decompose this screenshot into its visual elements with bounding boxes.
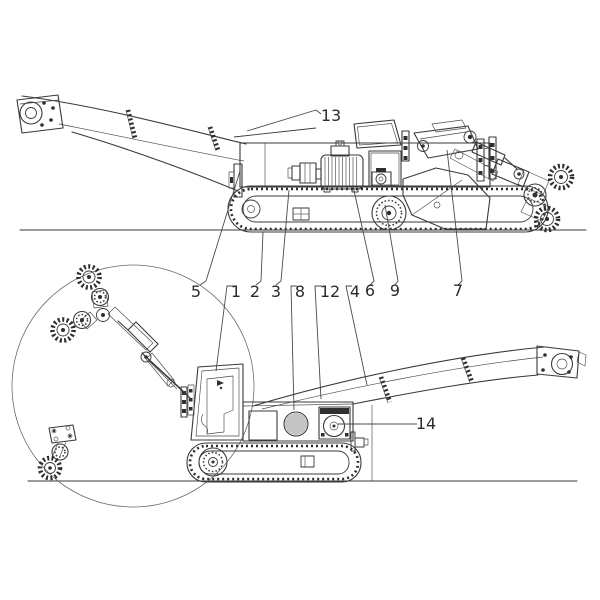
leader-1 bbox=[215, 285, 235, 372]
fan-grille bbox=[283, 411, 309, 437]
cutting-wheel-upper bbox=[76, 264, 102, 290]
cutting-wheel-upper bbox=[547, 163, 575, 191]
arm-mount-plate bbox=[180, 386, 188, 418]
drive-sprocket bbox=[198, 447, 228, 477]
cutting-wheel-lowered bbox=[37, 455, 63, 481]
boom-link-1 bbox=[413, 125, 479, 159]
view-bottom-machine bbox=[11, 264, 587, 508]
belt-joint-ratchet bbox=[378, 376, 393, 403]
operator-cab-bottom bbox=[190, 363, 244, 441]
conveyor-boom-bottom bbox=[252, 345, 587, 481]
boom-link-1 bbox=[141, 352, 191, 399]
callout-4: 4 bbox=[350, 282, 360, 301]
track-frame-window bbox=[300, 455, 315, 468]
operator-cab-top bbox=[353, 119, 402, 149]
tail-pulley bbox=[19, 101, 43, 125]
cutting-arm-bottom bbox=[50, 264, 195, 418]
cutter-head-hub bbox=[523, 183, 547, 207]
electric-motor-assembly bbox=[287, 140, 402, 193]
leader-5 bbox=[199, 170, 241, 286]
callout-1: 1 bbox=[231, 282, 241, 301]
callout-13: 13 bbox=[321, 106, 341, 125]
tail-pulley bbox=[550, 352, 574, 376]
crawler-track-bottom bbox=[186, 442, 362, 483]
belt-joint-ratchet bbox=[125, 109, 138, 139]
leader-8 bbox=[290, 285, 297, 411]
leader-7 bbox=[446, 149, 463, 286]
callout-8: 8 bbox=[295, 282, 305, 301]
callout-5: 5 bbox=[191, 282, 201, 301]
tail-pulley-housing bbox=[16, 94, 64, 134]
callout-9: 9 bbox=[390, 281, 400, 300]
pump-unit bbox=[299, 162, 317, 184]
callout-labels: 13 5 1 2 3 8 12 4 6 9 7 14 bbox=[191, 106, 463, 433]
cutting-envelope-circle bbox=[11, 264, 255, 508]
tail-pulley-housing bbox=[536, 345, 580, 379]
leader-2 bbox=[255, 231, 264, 286]
arm-mount-plate bbox=[401, 130, 410, 162]
cutter-head-hub bbox=[96, 308, 110, 322]
callout-14: 14 bbox=[416, 414, 436, 433]
cutting-arm-top bbox=[401, 119, 575, 233]
cab-marking bbox=[217, 380, 224, 386]
leader-13 bbox=[246, 109, 322, 132]
fan-grille-mesh bbox=[285, 413, 307, 435]
conveyor-boom-top bbox=[16, 94, 247, 192]
cutting-wheel-lower bbox=[533, 205, 561, 233]
machine-body-top bbox=[228, 127, 497, 198]
rear-pump bbox=[322, 414, 346, 438]
cutter-bracket bbox=[48, 424, 77, 444]
leader-12 bbox=[314, 285, 322, 400]
rear-pump-box bbox=[318, 406, 351, 440]
callout-12: 12 bbox=[320, 282, 340, 301]
canopy-edge bbox=[233, 127, 317, 138]
front-flange bbox=[476, 138, 485, 182]
leader-6 bbox=[352, 185, 375, 286]
view-top-machine bbox=[16, 94, 587, 233]
loading-apron-top bbox=[402, 167, 491, 230]
hydraulic-cylinder bbox=[471, 141, 506, 166]
callout-3: 3 bbox=[271, 282, 281, 301]
leader-4 bbox=[345, 285, 368, 386]
lowered-cutter-head bbox=[37, 424, 77, 481]
deck-panel bbox=[248, 410, 278, 441]
callout-2: 2 bbox=[250, 282, 260, 301]
belt-joint-ratchet bbox=[460, 357, 475, 383]
callout-7: 7 bbox=[453, 281, 463, 300]
idler-wheel bbox=[241, 199, 261, 219]
callout-leaders bbox=[199, 109, 463, 425]
boom-link-2 bbox=[491, 158, 530, 188]
leader-9 bbox=[384, 204, 399, 286]
hydraulic-cylinder bbox=[127, 321, 159, 353]
cutting-wheel-left bbox=[50, 317, 76, 343]
track-chain bbox=[188, 444, 360, 481]
callout-6: 6 bbox=[365, 281, 375, 300]
cab-handle bbox=[201, 413, 208, 435]
machine-body-bottom bbox=[242, 401, 369, 452]
leader-3 bbox=[275, 189, 290, 286]
belt-joint-ratchet bbox=[207, 126, 221, 151]
